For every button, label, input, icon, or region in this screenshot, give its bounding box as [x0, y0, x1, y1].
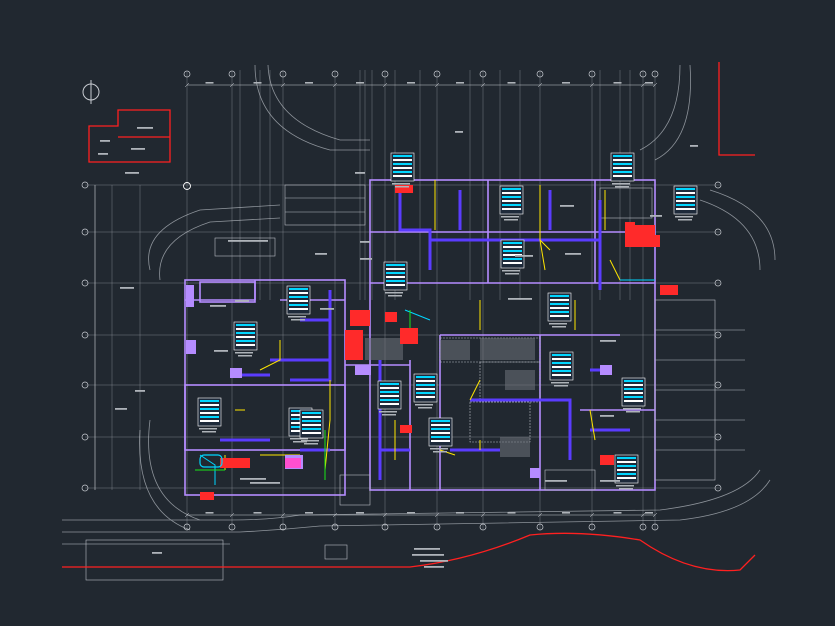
legend-table [610, 152, 635, 188]
legend-table [383, 261, 408, 297]
legend-table [500, 239, 525, 275]
axis-bubble-bottom [651, 523, 659, 531]
tank-icon [199, 454, 223, 468]
equipment-red [200, 185, 678, 500]
legend-table [549, 351, 574, 387]
axis-bubble-left [81, 228, 89, 236]
axis-bubble-left [81, 484, 89, 492]
legend-table [286, 285, 311, 321]
annotation-text-marks [98, 82, 698, 568]
north-arrow-icon [82, 80, 100, 104]
magenta-equipment [285, 458, 301, 468]
axis-bubbles [81, 70, 722, 531]
axis-bubble-right [714, 228, 722, 236]
site-boundary [62, 62, 756, 572]
legend-table [390, 152, 415, 188]
axis-bubble-top [381, 70, 389, 78]
axis-bubble-top [331, 70, 339, 78]
axis-bubble-left [81, 433, 89, 441]
axis-bubble-bottom [331, 523, 339, 531]
axis-bubble-top [479, 70, 487, 78]
axis-bubble-top [433, 70, 441, 78]
axis-bubble-left [81, 279, 89, 287]
axis-bubble-left [81, 181, 89, 189]
axis-bubble-top [588, 70, 596, 78]
legend-table [547, 292, 572, 328]
legend-table [673, 185, 698, 221]
dimension-lines [94, 82, 658, 518]
axis-bubble-top [228, 70, 236, 78]
legend-table [614, 454, 639, 490]
hatched-areas [365, 338, 535, 457]
axis-bubble-right [714, 279, 722, 287]
legend-table [197, 397, 222, 433]
axis-bubble-bottom [279, 523, 287, 531]
axis-bubble-bottom [479, 523, 487, 531]
axis-bubble-left [81, 381, 89, 389]
equipment-legend-tables [197, 152, 698, 490]
axis-bubble-right [714, 484, 722, 492]
axis-bubble-top [279, 70, 287, 78]
legend-table [499, 185, 524, 221]
axis-bubble-right [714, 181, 722, 189]
legend-table [377, 380, 402, 416]
legend-table [233, 321, 258, 357]
water-lines [199, 279, 655, 485]
axis-bubble-top [183, 70, 191, 78]
axis-bubble-bottom [381, 523, 389, 531]
green-lines [195, 310, 411, 480]
legend-table [299, 409, 324, 445]
legend-table [621, 377, 646, 413]
axis-bubble-bottom [228, 523, 236, 531]
axis-bubble-bottom [536, 523, 544, 531]
axis-bubble-top [639, 70, 647, 78]
axis-bubble-bottom [183, 523, 191, 531]
legend-table [428, 417, 453, 453]
piping [224, 180, 621, 471]
axis-bubble-top [536, 70, 544, 78]
interior-partitions [85, 184, 745, 581]
axis-bubble-left [81, 331, 89, 339]
axis-bubble-top [651, 70, 659, 78]
axis-bubble-bottom [639, 523, 647, 531]
legend-table [413, 373, 438, 409]
axis-bubble-bottom [588, 523, 596, 531]
axis-bubble-bottom [433, 523, 441, 531]
